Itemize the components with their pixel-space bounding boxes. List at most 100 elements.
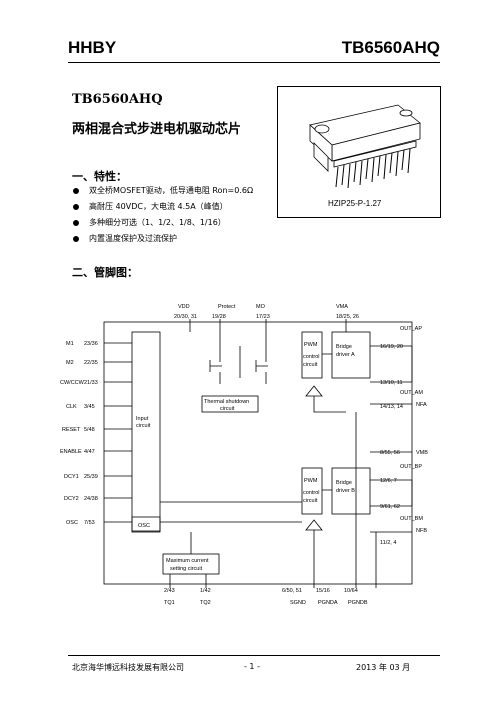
svg-text:11/2, 4: 11/2, 4: [380, 540, 396, 546]
svg-text:circuit: circuit: [303, 362, 318, 368]
feature-text: 多种细分可选（1、1/2、1/8、1/16）: [89, 218, 226, 227]
svg-text:4/47: 4/47: [84, 449, 95, 455]
osc-block: [131, 516, 161, 532]
svg-text:PGNDB: PGNDB: [348, 600, 368, 606]
pwm-b-block: [301, 467, 323, 515]
feature-item: 双全桥MOSFET驱动，低导通电阻 Ron=0.6Ω: [73, 185, 253, 196]
input-circuit-block: [131, 331, 161, 533]
svg-text:TQ2: TQ2: [200, 600, 211, 606]
svg-text:13/10, 11: 13/10, 11: [380, 380, 403, 386]
svg-text:NFA: NFA: [416, 402, 427, 408]
footer-date: 2013 年 03 月: [356, 663, 411, 672]
feature-item: 内置温度保护及过流保护: [73, 233, 177, 244]
svg-text:M1: M1: [66, 341, 74, 347]
feature-text: 高耐压 40VDC，大电流 4.5A（峰值）: [89, 202, 228, 211]
svg-text:Bridge: Bridge: [336, 344, 352, 350]
svg-text:24/38: 24/38: [84, 496, 98, 502]
svg-text:OUT_AP: OUT_AP: [400, 326, 422, 332]
svg-text:VDD: VDD: [178, 304, 190, 310]
feature-item: 高耐压 40VDC，大电流 4.5A（峰值）: [73, 201, 228, 212]
svg-text:25/39: 25/39: [84, 474, 98, 480]
svg-text:PGNDA: PGNDA: [318, 600, 338, 606]
svg-text:VMA: VMA: [336, 304, 348, 310]
svg-text:DCY1: DCY1: [64, 474, 79, 480]
footer-company: 北京海华博远科技发展有限公司: [72, 663, 184, 672]
svg-text:1/42: 1/42: [200, 588, 211, 594]
header-rule: [68, 62, 440, 63]
footer-page-number: - 1 -: [244, 662, 260, 671]
feature-text: 双全桥MOSFET驱动，低导通电阻 Ron=0.6Ω: [89, 186, 254, 195]
svg-text:circuit: circuit: [220, 406, 235, 412]
bridge-b-block: [331, 467, 371, 515]
svg-text:12/6, 7: 12/6, 7: [380, 478, 397, 484]
svg-text:7/53: 7/53: [84, 520, 95, 526]
svg-text:M2: M2: [66, 360, 74, 366]
svg-text:8/55, 56: 8/55, 56: [380, 450, 400, 456]
svg-text:15/16: 15/16: [316, 588, 330, 594]
svg-text:2/43: 2/43: [164, 588, 175, 594]
svg-text:OSC: OSC: [66, 520, 78, 526]
svg-text:Protect: Protect: [218, 304, 236, 310]
svg-text:16/19, 20: 16/19, 20: [380, 344, 403, 350]
features-heading: 一、特性：: [72, 170, 127, 183]
svg-text:control: control: [303, 490, 320, 496]
block-diagram: VDD Protect MO VMA 20/30, 31 19/28 17/23…: [60, 304, 428, 606]
svg-text:NFB: NFB: [416, 528, 427, 534]
svg-text:Thermal shutdown: Thermal shutdown: [204, 399, 249, 405]
feature-item: 多种细分可选（1、1/2、1/8、1/16）: [73, 217, 226, 228]
svg-text:circuit: circuit: [136, 423, 151, 429]
svg-text:Input: Input: [136, 416, 149, 422]
svg-text:18/25, 26: 18/25, 26: [336, 314, 359, 320]
svg-text:PWM: PWM: [304, 478, 318, 484]
pinout-heading: 二、管脚图：: [72, 266, 138, 279]
svg-text:setting circuit: setting circuit: [170, 566, 203, 572]
bridge-a-block: [331, 331, 371, 379]
svg-text:17/23: 17/23: [256, 314, 270, 320]
comparator-a: [305, 385, 323, 397]
svg-text:OUT_BM: OUT_BM: [400, 516, 423, 522]
header-brand: HHBY: [68, 38, 117, 57]
thermal-block: [201, 395, 259, 413]
svg-text:driver A: driver A: [336, 352, 355, 358]
svg-text:14/13, 14: 14/13, 14: [380, 404, 403, 410]
svg-text:19/28: 19/28: [212, 314, 226, 320]
svg-text:OUT_AM: OUT_AM: [400, 390, 423, 396]
svg-text:RESET: RESET: [62, 427, 81, 433]
svg-text:10/64: 10/64: [344, 588, 358, 594]
svg-text:driver B: driver B: [336, 488, 355, 494]
mosfet-mo: [255, 346, 268, 384]
pwm-a-block: [301, 331, 323, 379]
part-title: TB6560AHQ: [72, 92, 163, 107]
svg-text:VMB: VMB: [416, 450, 428, 456]
svg-text:9/61, 62: 9/61, 62: [380, 504, 400, 510]
svg-text:SGND: SGND: [290, 600, 306, 606]
feature-text: 内置温度保护及过流保护: [89, 234, 177, 243]
svg-text:DCY2: DCY2: [64, 496, 79, 502]
svg-text:Maximum current: Maximum current: [166, 558, 209, 564]
svg-text:ENABLE: ENABLE: [60, 449, 82, 455]
svg-text:control: control: [303, 354, 320, 360]
header-part-number: TB6560AHQ: [341, 38, 440, 57]
svg-text:TQ1: TQ1: [164, 600, 175, 606]
svg-text:5/48: 5/48: [84, 427, 95, 433]
svg-text:6/50, 51: 6/50, 51: [282, 588, 302, 594]
package-label: HZIP25-P-1.27: [328, 199, 382, 208]
svg-text:21/33: 21/33: [84, 380, 98, 386]
svg-text:20/30, 31: 20/30, 31: [174, 314, 197, 320]
svg-text:23/36: 23/36: [84, 341, 98, 347]
svg-text:22/35: 22/35: [84, 360, 98, 366]
package-image-frame: HZIP25-P-1.27: [277, 86, 441, 218]
svg-text:circuit: circuit: [303, 498, 318, 504]
mosfet-protect: [209, 346, 222, 384]
svg-text:MO: MO: [256, 304, 266, 310]
svg-text:OSC: OSC: [138, 523, 150, 529]
svg-text:CLK: CLK: [66, 404, 77, 410]
part-subtitle: 两相混合式步进电机驱动芯片: [72, 122, 242, 137]
svg-text:3/45: 3/45: [84, 404, 95, 410]
svg-text:CW/CCW: CW/CCW: [60, 380, 85, 386]
svg-text:Bridge: Bridge: [336, 480, 352, 486]
chip-package-illustration: [309, 104, 421, 189]
footer-rule: [68, 655, 440, 656]
svg-text:PWM: PWM: [304, 342, 318, 348]
svg-text:OUT_BP: OUT_BP: [400, 464, 422, 470]
